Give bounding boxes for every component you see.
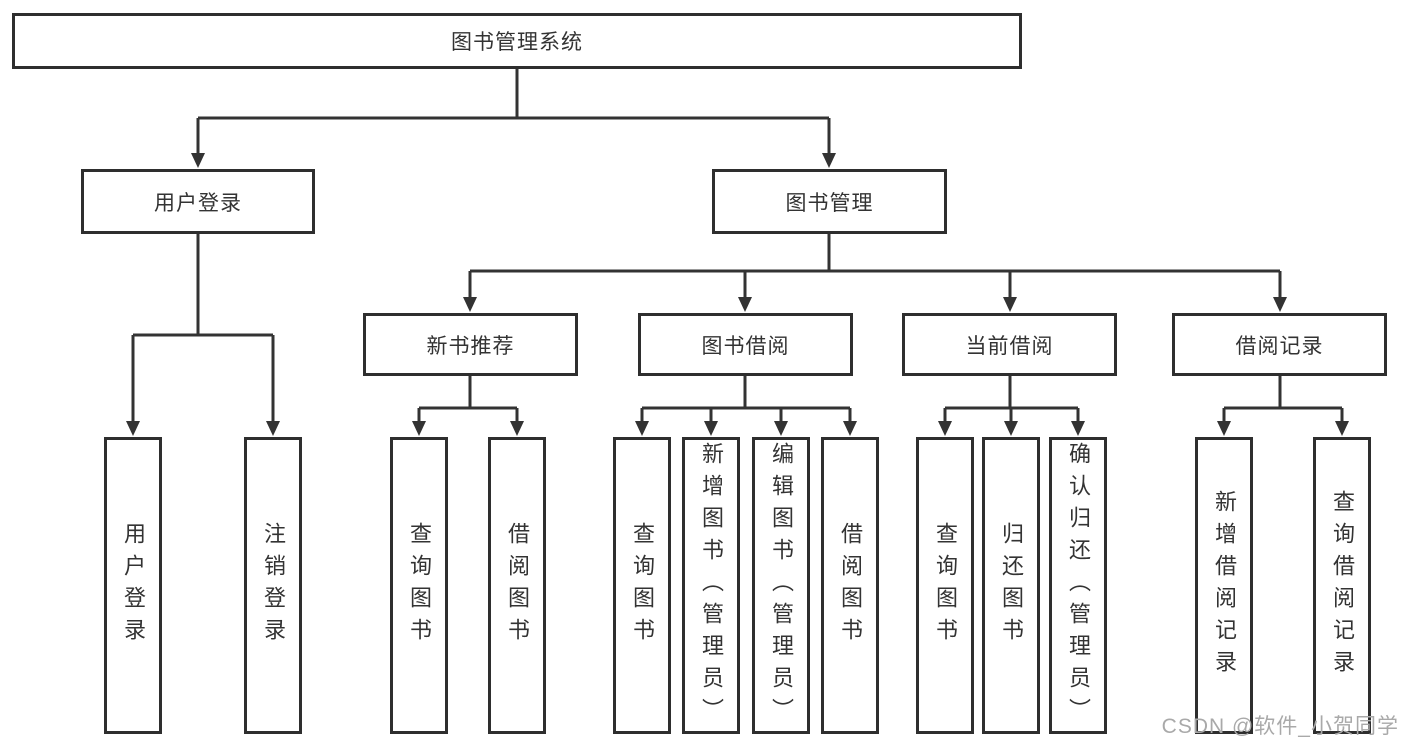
leaf-query-books-borrow-label: 查询图书 — [630, 521, 655, 650]
leaf-logout: 注销登录 — [244, 437, 302, 734]
leaf-confirm-return-admin: 确认归还（管理员） — [1049, 437, 1107, 734]
arrowhead-icon — [1003, 297, 1017, 312]
leaf-return-books-label: 归还图书 — [999, 521, 1024, 650]
arrowhead-icon — [774, 421, 788, 436]
arrowhead-icon — [635, 421, 649, 436]
arrowhead-icon — [822, 153, 836, 168]
leaf-borrow-books-label: 借阅图书 — [838, 521, 863, 650]
leaf-query-books-current: 查询图书 — [916, 437, 974, 734]
node-root: 图书管理系统 — [12, 13, 1022, 69]
arrowhead-icon — [126, 421, 140, 436]
leaf-query-books-current-label: 查询图书 — [933, 521, 958, 650]
node-current-borrow: 当前借阅 — [902, 313, 1117, 376]
leaf-user-login-label: 用户登录 — [121, 521, 146, 650]
node-book-borrow-label: 图书借阅 — [701, 334, 790, 358]
arrowhead-icon — [938, 421, 952, 436]
leaf-borrow-books-recommend-label: 借阅图书 — [505, 521, 530, 650]
node-current-borrow-label: 当前借阅 — [965, 334, 1054, 358]
leaf-return-books: 归还图书 — [982, 437, 1040, 734]
arrowhead-icon — [266, 421, 280, 436]
arrowheads — [126, 153, 1349, 436]
arrowhead-icon — [510, 421, 524, 436]
leaf-user-login: 用户登录 — [104, 437, 162, 734]
leaf-query-books-borrow: 查询图书 — [613, 437, 671, 734]
leaf-borrow-books-recommend: 借阅图书 — [488, 437, 546, 734]
leaf-add-books-admin-label: 新增图书（管理员） — [699, 441, 724, 730]
leaf-edit-books-admin: 编辑图书（管理员） — [752, 437, 810, 734]
arrowhead-icon — [1273, 297, 1287, 312]
leaf-logout-label: 注销登录 — [261, 521, 286, 650]
arrowhead-icon — [191, 153, 205, 168]
node-book-management: 图书管理 — [712, 169, 947, 234]
arrowhead-icon — [1004, 421, 1018, 436]
node-new-book-recommend-label: 新书推荐 — [426, 334, 515, 358]
leaf-query-borrow-record: 查询借阅记录 — [1313, 437, 1371, 734]
node-user-login-label: 用户登录 — [154, 191, 242, 215]
arrowhead-icon — [1071, 421, 1085, 436]
arrowhead-icon — [463, 297, 477, 312]
leaf-add-borrow-record-label: 新增借阅记录 — [1212, 489, 1237, 682]
arrowhead-icon — [1335, 421, 1349, 436]
arrowhead-icon — [843, 421, 857, 436]
node-book-borrow: 图书借阅 — [638, 313, 853, 376]
leaf-query-borrow-record-label: 查询借阅记录 — [1330, 489, 1355, 682]
node-user-login: 用户登录 — [81, 169, 315, 234]
node-borrow-records: 借阅记录 — [1172, 313, 1387, 376]
leaf-borrow-books: 借阅图书 — [821, 437, 879, 734]
leaf-query-books-recommend: 查询图书 — [390, 437, 448, 734]
node-root-label: 图书管理系统 — [451, 31, 583, 54]
arrowhead-icon — [738, 297, 752, 312]
leaf-add-books-admin: 新增图书（管理员） — [682, 437, 740, 734]
arrowhead-icon — [412, 421, 426, 436]
leaf-query-books-recommend-label: 查询图书 — [407, 521, 432, 650]
node-borrow-records-label: 借阅记录 — [1235, 334, 1324, 358]
leaf-confirm-return-admin-label: 确认归还（管理员） — [1066, 441, 1091, 730]
watermark: CSDN @软件_小贺同学 — [1161, 715, 1399, 738]
node-new-book-recommend: 新书推荐 — [363, 313, 578, 376]
node-book-management-label: 图书管理 — [785, 191, 874, 215]
arrowhead-icon — [704, 421, 718, 436]
leaf-edit-books-admin-label: 编辑图书（管理员） — [769, 441, 794, 730]
leaf-add-borrow-record: 新增借阅记录 — [1195, 437, 1253, 734]
tree-edges — [131, 69, 1344, 424]
arrowhead-icon — [1217, 421, 1231, 436]
